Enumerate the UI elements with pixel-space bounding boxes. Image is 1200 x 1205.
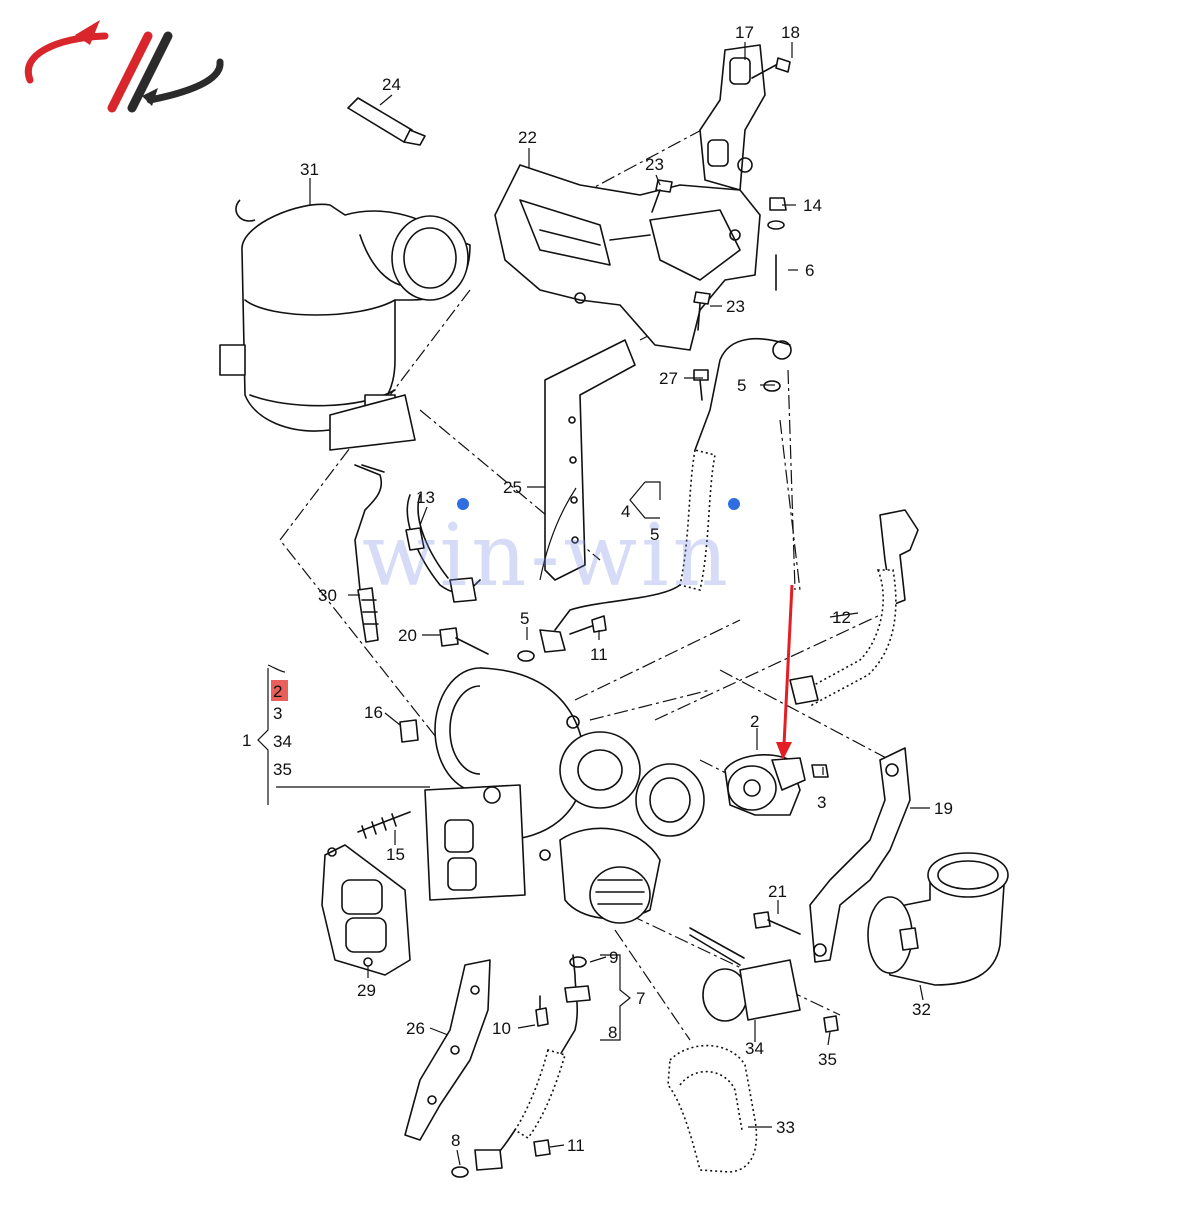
part-34-sensor [689, 927, 801, 1022]
highlighted-item-box [271, 680, 288, 701]
callout-27: 27 [659, 369, 678, 388]
callout-34b: 34 [745, 1039, 764, 1058]
callout-33: 33 [776, 1118, 795, 1137]
callout-20: 20 [398, 626, 417, 645]
callout-5a: 5 [737, 376, 746, 395]
callout-6: 6 [805, 261, 814, 280]
group-1-item-2: 2 [273, 682, 282, 701]
callout-labels: 17 18 24 22 23 31 14 6 23 27 5 13 25 4 5… [300, 23, 953, 1155]
part-12-coolant-hose [789, 509, 919, 707]
part-31-catalytic-converter [219, 199, 471, 451]
callout-18: 18 [781, 23, 800, 42]
part-33-hose [667, 1044, 758, 1173]
callout-32: 32 [912, 1000, 931, 1019]
callout-8b: 8 [451, 1131, 460, 1150]
watermark-text: win-win [362, 506, 732, 606]
bolts [357, 57, 839, 1178]
callout-11a: 11 [590, 645, 608, 664]
group-1-item-3: 3 [273, 704, 282, 723]
callout-4: 4 [621, 502, 630, 521]
part-19-bracket [809, 747, 911, 963]
group-1-label: 1 [242, 731, 251, 750]
part-26-bracket [404, 959, 491, 1141]
callout-12: 12 [832, 608, 851, 627]
callout-24: 24 [382, 75, 401, 94]
callout-15: 15 [386, 845, 405, 864]
callout-3b: 3 [817, 793, 826, 812]
callout-29: 29 [357, 981, 376, 1000]
part-22-heat-shield [494, 164, 761, 351]
callout-31: 31 [300, 160, 319, 179]
callout-23b: 23 [726, 297, 745, 316]
leader-lines [257, 42, 930, 1166]
group-1-item-34: 34 [273, 732, 292, 751]
part-29-gasket [321, 844, 411, 976]
part-13-pipe [405, 494, 481, 603]
group-1-legend: 1 2 3 34 35 [242, 680, 292, 779]
callout-10: 10 [492, 1019, 511, 1038]
part-17-gasket [699, 44, 766, 191]
group-1-item-35: 35 [273, 760, 292, 779]
callout-5c: 5 [520, 609, 529, 628]
callout-2b: 2 [750, 712, 759, 731]
brand-logo [24, 20, 224, 113]
callout-22: 22 [518, 128, 537, 147]
callout-5b: 5 [650, 525, 659, 544]
callout-7: 7 [636, 989, 645, 1008]
callout-11b: 11 [567, 1136, 585, 1155]
part-24-sealant-tube [347, 97, 426, 146]
callout-21: 21 [768, 882, 787, 901]
callout-17: 17 [735, 23, 754, 42]
callout-30: 30 [318, 586, 337, 605]
highlight-arrow [776, 584, 794, 760]
part-25-bracket [544, 339, 636, 581]
callout-14: 14 [803, 196, 822, 215]
callout-26: 26 [406, 1019, 425, 1038]
callout-9: 9 [609, 948, 618, 967]
callout-23a: 23 [645, 155, 664, 174]
turbocharger-main [424, 667, 705, 924]
part-32-intake-pipe [867, 852, 1009, 986]
callout-16: 16 [364, 703, 383, 722]
callout-35b: 35 [818, 1050, 837, 1069]
callout-8a: 8 [608, 1023, 617, 1042]
part-7-oil-return-pipe [474, 954, 591, 1171]
part-4-oil-supply-pipe [539, 337, 792, 653]
callout-13: 13 [416, 488, 435, 507]
watermark-dots [457, 498, 740, 510]
part-2-actuator [724, 754, 806, 816]
part-30-sensor [354, 464, 385, 643]
callout-25: 25 [503, 478, 522, 497]
callout-19: 19 [934, 799, 953, 818]
